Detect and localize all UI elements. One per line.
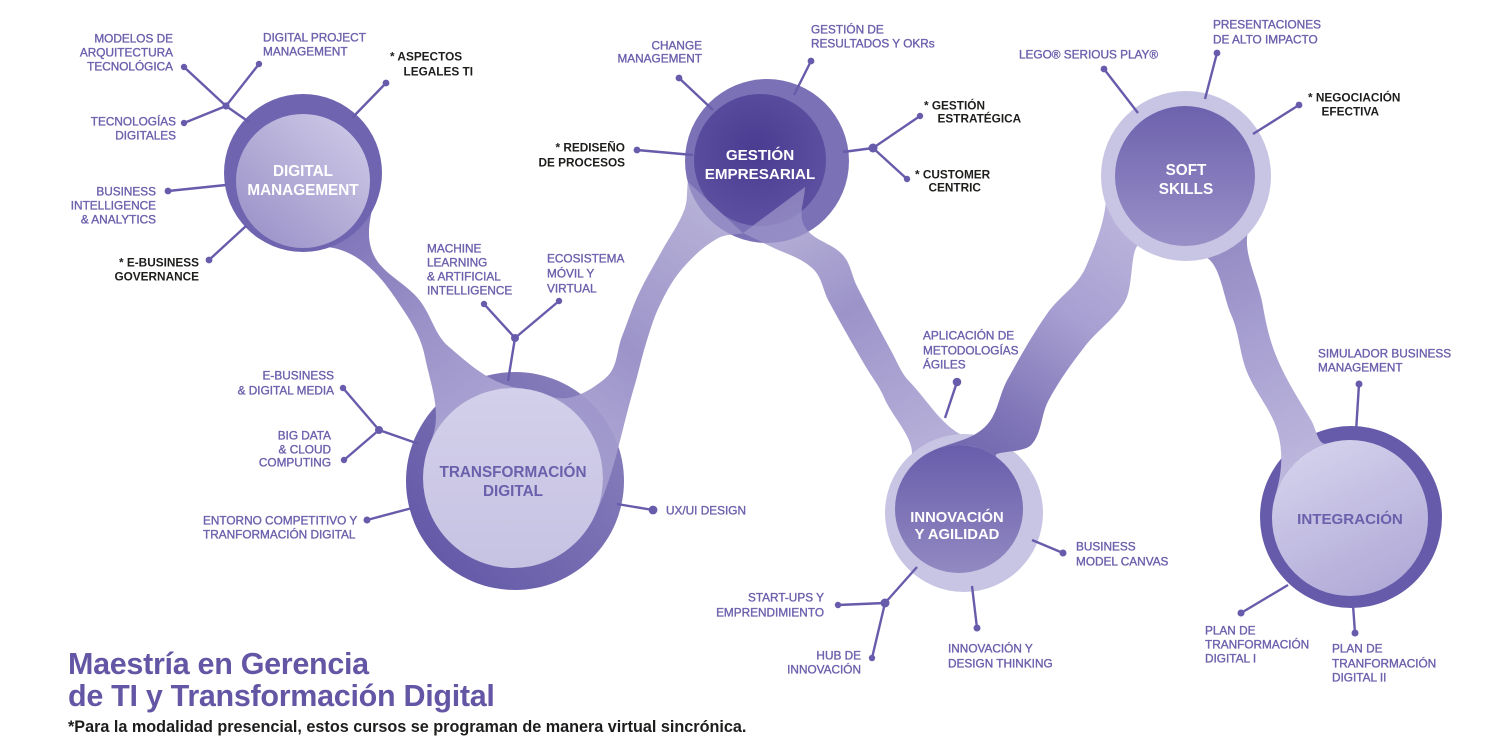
svg-text:DE PROCESOS: DE PROCESOS	[538, 156, 625, 170]
svg-text:EMPRESARIAL: EMPRESARIAL	[705, 166, 816, 183]
svg-text:* NEGOCIACIÓN: * NEGOCIACIÓN	[1308, 91, 1400, 105]
svg-text:ENTORNO COMPETITIVO Y: ENTORNO COMPETITIVO Y	[203, 514, 357, 528]
svg-text:BUSINESS: BUSINESS	[96, 185, 156, 199]
svg-text:CENTRIC: CENTRIC	[929, 181, 982, 195]
svg-text:DE ALTO IMPACTO: DE ALTO IMPACTO	[1213, 33, 1318, 47]
svg-text:* GESTIÓN: * GESTIÓN	[924, 99, 985, 113]
svg-text:DIGITALES: DIGITALES	[115, 129, 176, 143]
svg-text:INTELLIGENCE: INTELLIGENCE	[427, 284, 512, 298]
svg-text:CHANGE: CHANGE	[652, 39, 703, 53]
svg-text:START-UPS Y: START-UPS Y	[748, 591, 824, 605]
svg-text:Maestría en Gerencia: Maestría en Gerencia	[68, 647, 370, 681]
svg-text:TRANFORMACIÓN: TRANFORMACIÓN	[1332, 657, 1436, 671]
svg-text:MANAGEMENT: MANAGEMENT	[617, 52, 702, 66]
svg-text:BUSINESS: BUSINESS	[1076, 540, 1136, 554]
svg-text:GOVERNANCE: GOVERNANCE	[114, 270, 199, 284]
svg-text:INNOVACIÓN: INNOVACIÓN	[910, 508, 1003, 526]
svg-text:& ARTIFICIAL: & ARTIFICIAL	[427, 270, 501, 284]
svg-text:MODELOS DE: MODELOS DE	[94, 32, 173, 46]
svg-text:& ANALYTICS: & ANALYTICS	[81, 213, 156, 227]
svg-text:INTELLIGENCE: INTELLIGENCE	[71, 199, 156, 213]
svg-text:COMPUTING: COMPUTING	[259, 456, 331, 470]
svg-text:Y AGILIDAD: Y AGILIDAD	[915, 527, 1000, 543]
svg-text:PRESENTACIONES: PRESENTACIONES	[1213, 18, 1321, 32]
svg-text:MANAGEMENT: MANAGEMENT	[247, 182, 359, 199]
svg-text:de TI y Transformación Digital: de TI y Transformación Digital	[68, 679, 495, 713]
svg-text:TECNOLOGÍAS: TECNOLOGÍAS	[91, 115, 176, 129]
svg-text:MACHINE: MACHINE	[427, 242, 482, 256]
svg-text:GESTIÓN: GESTIÓN	[726, 146, 794, 164]
svg-text:DESIGN THINKING: DESIGN THINKING	[948, 657, 1053, 671]
svg-text:* E-BUSINESS: * E-BUSINESS	[119, 256, 199, 270]
svg-text:DIGITAL I: DIGITAL I	[1205, 652, 1256, 666]
svg-text:*Para la modalidad presencial,: *Para la modalidad presencial, estos cur…	[68, 718, 746, 736]
svg-text:EMPRENDIMIENTO: EMPRENDIMIENTO	[716, 606, 824, 620]
svg-text:GESTIÓN DE: GESTIÓN DE	[811, 23, 884, 37]
svg-text:RESULTADOS Y OKRs: RESULTADOS Y OKRs	[811, 37, 935, 51]
svg-text:MANAGEMENT: MANAGEMENT	[263, 45, 348, 59]
svg-text:VIRTUAL: VIRTUAL	[547, 282, 597, 296]
svg-text:* REDISEÑO: * REDISEÑO	[556, 141, 626, 155]
svg-text:INTEGRACIÓN: INTEGRACIÓN	[1297, 510, 1403, 528]
svg-text:E-BUSINESS: E-BUSINESS	[263, 369, 335, 383]
svg-text:& DIGITAL MEDIA: & DIGITAL MEDIA	[238, 384, 334, 398]
svg-text:TECNOLÓGICA: TECNOLÓGICA	[87, 60, 173, 74]
svg-text:SOFT: SOFT	[1166, 162, 1207, 179]
svg-text:APLICACIÓN DE: APLICACIÓN DE	[923, 329, 1014, 343]
svg-text:DIGITAL PROJECT: DIGITAL PROJECT	[263, 31, 366, 45]
svg-text:PLAN DE: PLAN DE	[1205, 624, 1256, 638]
svg-text:* ASPECTOS: * ASPECTOS	[390, 50, 462, 64]
svg-text:EFECTIVA: EFECTIVA	[1322, 105, 1380, 119]
svg-text:BIG DATA: BIG DATA	[278, 429, 331, 443]
svg-text:LEARNING: LEARNING	[427, 256, 487, 270]
svg-text:ARQUITECTURA: ARQUITECTURA	[80, 46, 173, 60]
svg-text:MÓVIL Y: MÓVIL Y	[547, 267, 594, 281]
svg-text:TRANSFORMACIÓN: TRANSFORMACIÓN	[439, 463, 586, 481]
svg-text:INNOVACIÓN Y: INNOVACIÓN Y	[948, 642, 1033, 656]
svg-text:HUB DE: HUB DE	[816, 649, 861, 663]
svg-text:MODEL CANVAS: MODEL CANVAS	[1076, 555, 1169, 569]
svg-text:MANAGEMENT: MANAGEMENT	[1318, 361, 1403, 375]
svg-text:LEGO® SERIOUS PLAY®: LEGO® SERIOUS PLAY®	[1019, 48, 1158, 62]
svg-text:& CLOUD: & CLOUD	[279, 443, 331, 457]
svg-text:UX/UI DESIGN: UX/UI DESIGN	[666, 504, 746, 518]
svg-text:DIGITAL II: DIGITAL II	[1332, 671, 1386, 685]
svg-text:INNOVACIÓN: INNOVACIÓN	[787, 663, 861, 677]
svg-text:TRANFORMACIÓN: TRANFORMACIÓN	[1205, 638, 1309, 652]
svg-text:ECOSISTEMA: ECOSISTEMA	[547, 252, 624, 266]
svg-text:* CUSTOMER: * CUSTOMER	[915, 168, 991, 182]
svg-text:ESTRATÉGICA: ESTRATÉGICA	[938, 112, 1022, 126]
svg-text:LEGALES TI: LEGALES TI	[404, 65, 473, 79]
svg-text:ÁGILES: ÁGILES	[923, 358, 966, 372]
svg-text:SIMULADOR BUSINESS: SIMULADOR BUSINESS	[1318, 347, 1451, 361]
svg-text:DIGITAL: DIGITAL	[273, 163, 333, 180]
svg-text:TRANFORMACIÓN DIGITAL: TRANFORMACIÓN DIGITAL	[203, 528, 356, 542]
svg-text:METODOLOGÍAS: METODOLOGÍAS	[923, 344, 1019, 358]
svg-text:PLAN DE: PLAN DE	[1332, 642, 1383, 656]
svg-text:SKILLS: SKILLS	[1159, 181, 1213, 198]
svg-text:DIGITAL: DIGITAL	[483, 483, 543, 500]
